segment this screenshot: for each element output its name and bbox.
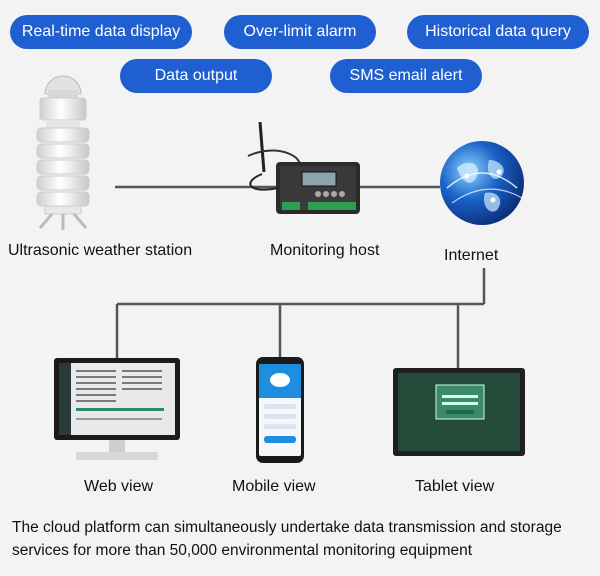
feature-historical-query: Historical data query bbox=[407, 15, 589, 49]
tablet-view-label: Tablet view bbox=[415, 478, 495, 495]
platform-description: The cloud platform can simultaneously un… bbox=[12, 519, 562, 559]
feature-sms-email-alert: SMS email alert bbox=[330, 59, 482, 93]
mobile-view-phone-image bbox=[256, 357, 304, 463]
internet-label: Internet bbox=[444, 247, 499, 264]
feature-data-output: Data output bbox=[120, 59, 272, 93]
tablet-view-image bbox=[393, 368, 525, 456]
internet-globe-image bbox=[440, 141, 524, 225]
monitoring-host-label: Monitoring host bbox=[270, 242, 380, 259]
mobile-view-label: Mobile view bbox=[232, 478, 316, 495]
web-view-monitor-image bbox=[54, 358, 180, 460]
feature-realtime-display: Real-time data display bbox=[10, 15, 192, 49]
weather-station-image bbox=[36, 75, 90, 230]
monitoring-host-image bbox=[247, 122, 360, 214]
web-view-label: Web view bbox=[84, 478, 154, 495]
weather-station-label: Ultrasonic weather station bbox=[8, 242, 193, 259]
feature-over-limit-alarm: Over-limit alarm bbox=[224, 15, 376, 49]
